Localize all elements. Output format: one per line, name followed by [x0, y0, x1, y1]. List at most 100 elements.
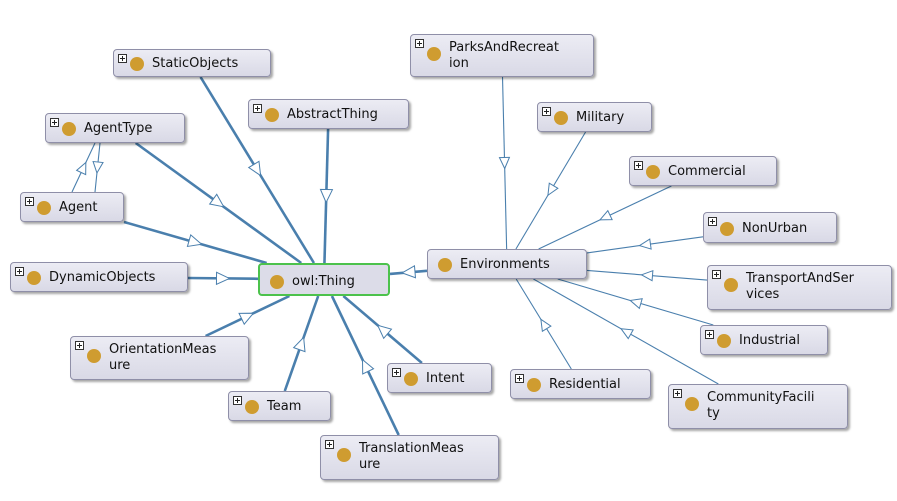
node-label: TransportAndSer vices — [746, 271, 854, 302]
node-label: Agent — [59, 200, 98, 215]
edge-arrowhead — [598, 209, 613, 221]
class-icon — [404, 372, 418, 386]
expand-icon[interactable] — [542, 107, 551, 116]
node-intent[interactable]: Intent — [387, 363, 492, 393]
edge-military-to-environments — [515, 131, 587, 250]
node-team[interactable]: Team — [228, 391, 331, 421]
node-label: AbstractThing — [287, 107, 378, 122]
edge-transportandservices-to-environments — [586, 269, 708, 282]
node-environments[interactable]: Environments — [427, 249, 587, 279]
expand-icon[interactable] — [634, 161, 643, 170]
node-residential[interactable]: Residential — [510, 369, 651, 399]
edge-agenttype-to-owlthing — [134, 141, 303, 265]
node-agenttype[interactable]: AgentType — [45, 113, 185, 143]
class-icon — [87, 349, 101, 363]
class-icon — [245, 400, 259, 414]
edge-translationmeasure-to-owlthing — [330, 295, 400, 436]
edge-arrowhead — [215, 271, 231, 286]
edge-team-to-owlthing — [283, 295, 320, 392]
edge-arrowhead — [361, 358, 375, 375]
class-icon — [724, 278, 738, 292]
edge-orientationmeasure-to-owlthing — [205, 294, 290, 338]
edge-agent-to-agenttype — [71, 142, 96, 193]
expand-icon[interactable] — [118, 54, 127, 63]
edge-arrowhead — [540, 318, 552, 333]
expand-icon[interactable] — [75, 341, 84, 350]
node-label: TranslationMeas ure — [359, 441, 464, 472]
expand-icon[interactable] — [25, 197, 34, 206]
edge-residential-to-environments — [515, 278, 572, 370]
edge-arrowhead — [92, 160, 104, 175]
expand-icon[interactable] — [325, 440, 334, 449]
node-parksandrecreation[interactable]: ParksAndRecreat ion — [410, 34, 594, 77]
class-icon — [527, 378, 541, 392]
expand-icon[interactable] — [392, 368, 401, 377]
edge-arrowhead — [208, 193, 225, 208]
node-industrial[interactable]: Industrial — [700, 325, 828, 355]
edge-arrowhead — [376, 324, 393, 340]
edge-industrial-to-environments — [557, 278, 714, 326]
class-icon — [438, 258, 452, 272]
node-owl-thing[interactable]: owl:Thing — [258, 263, 390, 296]
node-dynamicobjects[interactable]: DynamicObjects — [10, 262, 188, 292]
node-label: AgentType — [84, 121, 153, 136]
edge-arrowhead — [247, 160, 262, 177]
class-icon — [646, 165, 660, 179]
edge-parksandrecreation-to-environments — [498, 76, 511, 250]
expand-icon[interactable] — [708, 217, 717, 226]
expand-icon[interactable] — [712, 270, 721, 279]
expand-icon[interactable] — [673, 389, 682, 398]
edge-environments-to-owlthing — [389, 264, 428, 279]
expand-icon[interactable] — [253, 104, 262, 113]
node-translationmeasure[interactable]: TranslationMeas ure — [320, 435, 499, 480]
edge-arrowhead — [186, 234, 203, 248]
class-icon — [37, 201, 51, 215]
expand-icon[interactable] — [233, 396, 242, 405]
node-commercial[interactable]: Commercial — [629, 156, 777, 186]
node-agent[interactable]: Agent — [20, 192, 124, 222]
node-transportandservices[interactable]: TransportAndSer vices — [707, 265, 892, 310]
node-label: NonUrban — [742, 220, 808, 236]
edge-agent-to-owlthing — [123, 220, 268, 265]
expand-icon[interactable] — [50, 118, 59, 127]
node-military[interactable]: Military — [537, 102, 652, 132]
expand-icon[interactable] — [515, 374, 524, 383]
class-icon — [337, 448, 351, 462]
node-label: Commercial — [668, 164, 746, 179]
node-label: DynamicObjects — [49, 270, 156, 285]
class-icon — [265, 108, 279, 122]
class-icon — [270, 274, 284, 289]
node-label: Environments — [460, 257, 550, 272]
edge-agenttype-to-agent — [92, 142, 104, 193]
edge-dynamicobjects-to-owlthing — [187, 271, 259, 286]
edge-staticobjects-to-owlthing — [199, 76, 316, 264]
node-label: OrientationMeas ure — [109, 342, 217, 373]
edge-arrowhead — [640, 269, 654, 282]
node-communityfacility[interactable]: CommunityFacili ty — [668, 384, 848, 429]
expand-icon[interactable] — [15, 267, 24, 276]
edge-arrowhead — [400, 264, 417, 279]
node-nonurban[interactable]: NonUrban — [703, 212, 837, 243]
node-label: owl:Thing — [292, 273, 355, 289]
node-label: Industrial — [739, 333, 800, 348]
edge-abstractthing-to-owlthing — [319, 128, 334, 264]
edge-arrowhead — [547, 182, 559, 197]
edge-communityfacility-to-environments — [533, 278, 719, 385]
edge-arrowhead — [620, 328, 634, 340]
class-icon — [427, 47, 441, 61]
class-icon — [720, 221, 734, 236]
edge-arrowhead — [75, 161, 87, 176]
edge-nonurban-to-environments — [586, 236, 704, 254]
class-icon — [62, 122, 76, 136]
edge-commercial-to-environments — [538, 185, 672, 250]
node-label: Residential — [549, 377, 621, 392]
node-staticobjects[interactable]: StaticObjects — [113, 49, 271, 77]
node-abstractthing[interactable]: AbstractThing — [248, 99, 409, 129]
expand-icon[interactable] — [415, 39, 424, 48]
expand-icon[interactable] — [705, 330, 714, 339]
edge-arrowhead — [292, 336, 306, 353]
node-orientationmeasure[interactable]: OrientationMeas ure — [70, 336, 249, 380]
node-label: Military — [576, 110, 625, 125]
node-label: Team — [267, 399, 302, 414]
